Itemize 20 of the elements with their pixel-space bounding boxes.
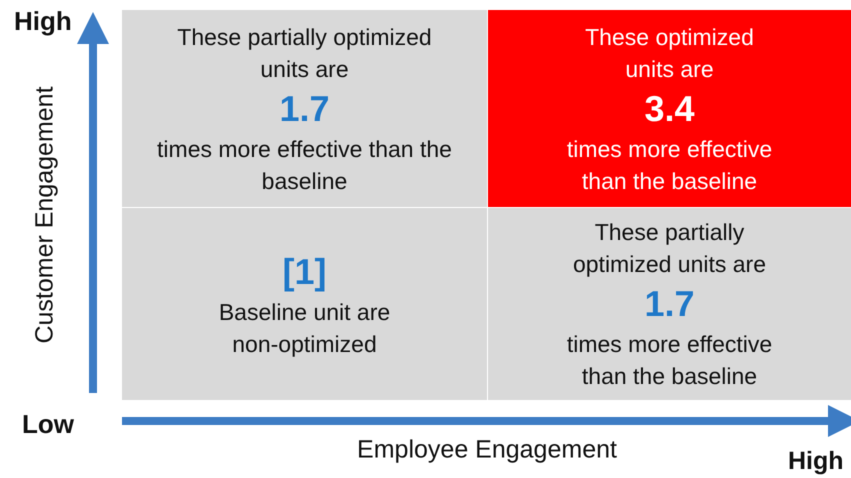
quadrant-text: These partially optimized units are (572, 218, 768, 279)
axis-low-label: Low (22, 409, 74, 440)
quadrant-text: Baseline unit are non-optimized (218, 298, 392, 359)
matrix-quadrant (488, 208, 851, 400)
axis-high-label: High (788, 447, 844, 476)
quadrant-text: These optimized units are (584, 22, 755, 84)
multiplier-value: 3.4 (644, 86, 695, 130)
multiplier-value: 1.7 (279, 86, 330, 130)
axis-title: Employee Engagement (357, 436, 617, 464)
quadrant-text: These partially optimized units are (176, 22, 433, 84)
multiplier-value: 1.7 (644, 282, 695, 326)
quadrant-text: times more effective than the baseline (156, 134, 453, 196)
quadrant-text: times more effective than the baseline (566, 330, 774, 391)
axis-title: Customer Engagement (30, 86, 60, 344)
axis-high-label: High (14, 6, 72, 37)
matrix-quadrant (122, 208, 487, 400)
matrix-quadrant (122, 10, 487, 207)
quadrant-text: times more effective than the baseline (566, 134, 774, 196)
multiplier-value: [1] (282, 250, 326, 294)
matrix-quadrant (488, 10, 851, 207)
